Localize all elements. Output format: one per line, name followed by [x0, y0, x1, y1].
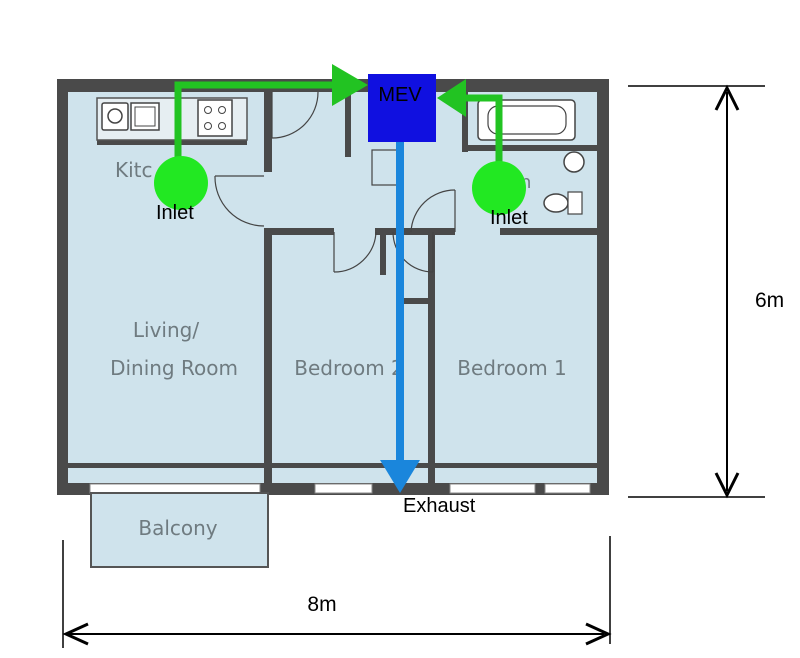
inlet-marker-left — [154, 156, 208, 210]
room-label-balcony: Balcony — [138, 516, 217, 540]
width-label: 8m — [307, 593, 336, 616]
height-arrowhead-top — [714, 84, 740, 111]
inlet-arrowhead-right — [437, 79, 466, 117]
room-label-bath-partial: n — [520, 172, 531, 193]
room-label-living-line2: Dining Room — [110, 356, 238, 380]
ventilation-overlay: MEV Inlet Inlet Exhaust — [154, 64, 528, 517]
room-label-bedroom-1: Bedroom 1 — [457, 356, 567, 380]
inlet-flow-right — [455, 94, 503, 182]
doors — [214, 91, 456, 273]
height-arrowhead-bottom — [714, 472, 740, 499]
room-label-kitchen: Kitc — [115, 158, 153, 182]
exhaust-arrowhead — [380, 460, 420, 493]
width-arrowhead-left — [62, 622, 89, 646]
dimensions: 6m 8m — [62, 84, 784, 648]
floor-plan: Kitc Living/ Dining Room Bedroom 2 Bedro… — [57, 79, 609, 568]
inlet-flow-left — [174, 81, 355, 168]
width-arrowhead-right — [585, 622, 612, 646]
inlet-marker-right — [472, 161, 526, 215]
room-label-bedroom-2: Bedroom 2 — [294, 356, 404, 380]
windows — [89, 483, 591, 494]
exhaust-label: Exhaust — [403, 495, 476, 517]
mev-unit — [368, 74, 436, 142]
inlet-arrowhead-left — [332, 64, 368, 106]
mev-label: MEV — [378, 84, 422, 106]
inlet-label-right: Inlet — [490, 207, 528, 229]
height-label: 6m — [755, 289, 784, 312]
inlet-label-left: Inlet — [156, 202, 194, 224]
kitchen-fixtures — [96, 97, 248, 141]
room-label-living-line1: Living/ — [133, 318, 199, 342]
balcony — [90, 492, 269, 568]
interior — [68, 92, 597, 483]
interior-walls — [68, 92, 597, 483]
